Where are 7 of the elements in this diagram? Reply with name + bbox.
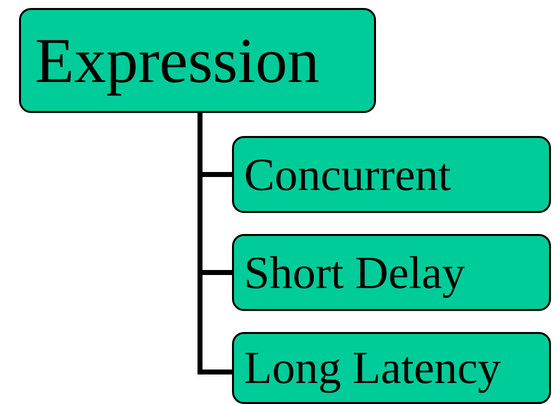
- node-label: Concurrent: [244, 152, 451, 198]
- root-box: [19, 8, 376, 113]
- node-label: Short Delay: [244, 250, 466, 296]
- child-box: [232, 136, 551, 213]
- child-box: [232, 234, 551, 311]
- child-box: [232, 332, 551, 404]
- node-label: Long Latency: [244, 345, 501, 391]
